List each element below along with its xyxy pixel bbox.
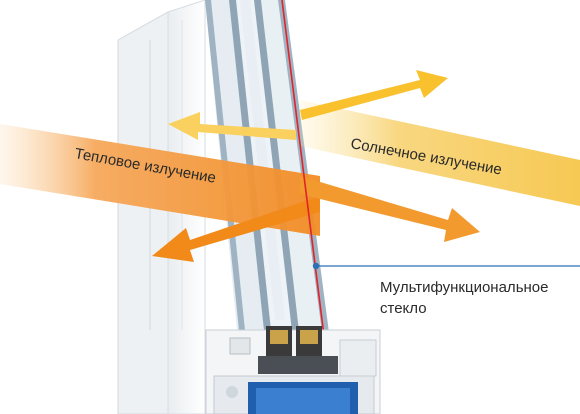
heat-radiation-band bbox=[0, 124, 320, 236]
solar-arrow-out bbox=[300, 70, 448, 120]
heat-arrow-through bbox=[300, 176, 480, 242]
sash-profile bbox=[205, 326, 381, 414]
coating-line bbox=[281, 0, 328, 361]
solar-radiation-band bbox=[300, 100, 580, 206]
heat-arrow-back bbox=[152, 196, 320, 262]
callout-label-line1: Мультифункциональное bbox=[380, 279, 548, 296]
callout-label-line2: стекло bbox=[380, 300, 427, 317]
solar-arrow-reflect bbox=[168, 112, 296, 140]
callout-pointer bbox=[312, 262, 580, 270]
